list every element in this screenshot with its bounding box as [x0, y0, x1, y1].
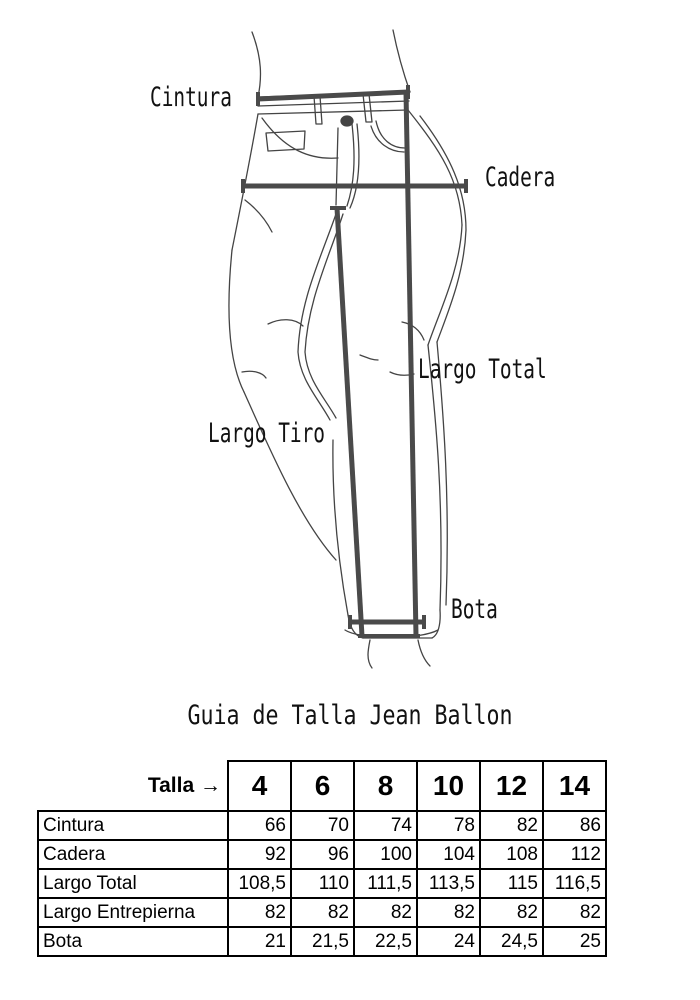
label-cintura: Cintura — [150, 81, 232, 113]
table-row: Cintura 66 70 74 78 82 86 — [37, 810, 607, 841]
jeans-diagram: Cintura Cadera Largo Total Largo Tiro Bo… — [150, 29, 555, 669]
table-cell: 82 — [353, 897, 418, 928]
size-table: Talla → 4 6 8 10 12 14 Cintura 66 70 74 … — [37, 760, 607, 957]
row-label: Cadera — [37, 839, 229, 870]
size-header-label: Talla → — [147, 773, 221, 797]
table-cell: 24,5 — [479, 926, 544, 957]
measure-lines — [241, 85, 468, 638]
table-cell: 66 — [227, 810, 292, 841]
table-cell: 22,5 — [353, 926, 418, 957]
table-cell: 82 — [479, 897, 544, 928]
size-header: 4 — [227, 760, 292, 812]
label-largo-total: Largo Total — [418, 353, 547, 385]
table-cell: 21 — [227, 926, 292, 957]
table-cell: 78 — [416, 810, 481, 841]
table-cell: 25 — [542, 926, 607, 957]
size-header: 6 — [290, 760, 355, 812]
table-header-row: Talla → 4 6 8 10 12 14 — [38, 760, 607, 812]
table-cell: 82 — [416, 897, 481, 928]
table-cell: 82 — [290, 897, 355, 928]
table-cell: 104 — [416, 839, 481, 870]
table-cell: 108,5 — [227, 868, 292, 899]
size-header: 14 — [542, 760, 607, 812]
label-bota: Bota — [451, 593, 498, 625]
table-cell: 24 — [416, 926, 481, 957]
size-header: 8 — [353, 760, 418, 812]
row-label: Largo Entrepierna — [37, 897, 229, 928]
label-cadera: Cadera — [485, 161, 555, 193]
table-cell: 110 — [290, 868, 355, 899]
table-row: Cadera 92 96 100 104 108 112 — [37, 839, 607, 870]
label-largo-tiro: Largo Tiro — [208, 417, 325, 449]
table-cell: 108 — [479, 839, 544, 870]
table-cell: 70 — [290, 810, 355, 841]
table-cell: 82 — [542, 897, 607, 928]
table-cell: 82 — [479, 810, 544, 841]
table-cell: 112 — [542, 839, 607, 870]
size-header: 12 — [479, 760, 544, 812]
table-cell: 96 — [290, 839, 355, 870]
table-row: Largo Entrepierna 82 82 82 82 82 82 — [37, 897, 607, 928]
row-label: Bota — [37, 926, 229, 957]
table-cell: 115 — [479, 868, 544, 899]
row-label: Largo Total — [37, 868, 229, 899]
table-cell: 82 — [227, 897, 292, 928]
row-label: Cintura — [37, 810, 229, 841]
table-cell: 116,5 — [542, 868, 607, 899]
size-guide-title: Guia de Talla Jean Ballon — [187, 700, 513, 731]
table-row: Largo Total 108,5 110 111,5 113,5 115 11… — [37, 868, 607, 899]
table-cell: 74 — [353, 810, 418, 841]
table-cell: 111,5 — [353, 868, 418, 899]
table-cell: 100 — [353, 839, 418, 870]
table-cell: 86 — [542, 810, 607, 841]
table-cell: 92 — [227, 839, 292, 870]
table-cell: 21,5 — [290, 926, 355, 957]
table-cell: 113,5 — [416, 868, 481, 899]
table-row: Bota 21 21,5 22,5 24 24,5 25 — [37, 926, 607, 957]
size-header: 10 — [416, 760, 481, 812]
